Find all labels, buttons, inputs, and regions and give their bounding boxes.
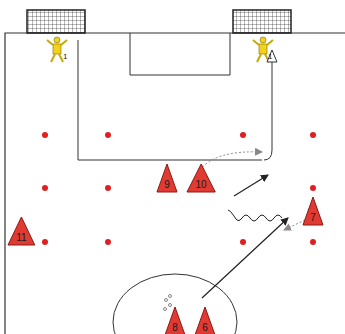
cone-marker: 11 (7, 216, 36, 246)
player-number: 11 (7, 233, 36, 243)
cone-marker: 7 (302, 196, 324, 226)
player-number: 10 (186, 180, 216, 190)
cone-marker: 8 (164, 306, 186, 334)
goalkeeper-number: 1 (268, 53, 272, 61)
goalkeeper-number: 1 (63, 53, 67, 61)
player-number: 9 (156, 180, 178, 190)
cone-marker: 10 (186, 163, 216, 193)
cone-marker: 6 (194, 306, 216, 334)
player-number: 6 (194, 323, 216, 333)
player-number: 7 (302, 213, 324, 223)
cone-marker: 9 (156, 163, 178, 193)
player-number: 8 (164, 323, 186, 333)
